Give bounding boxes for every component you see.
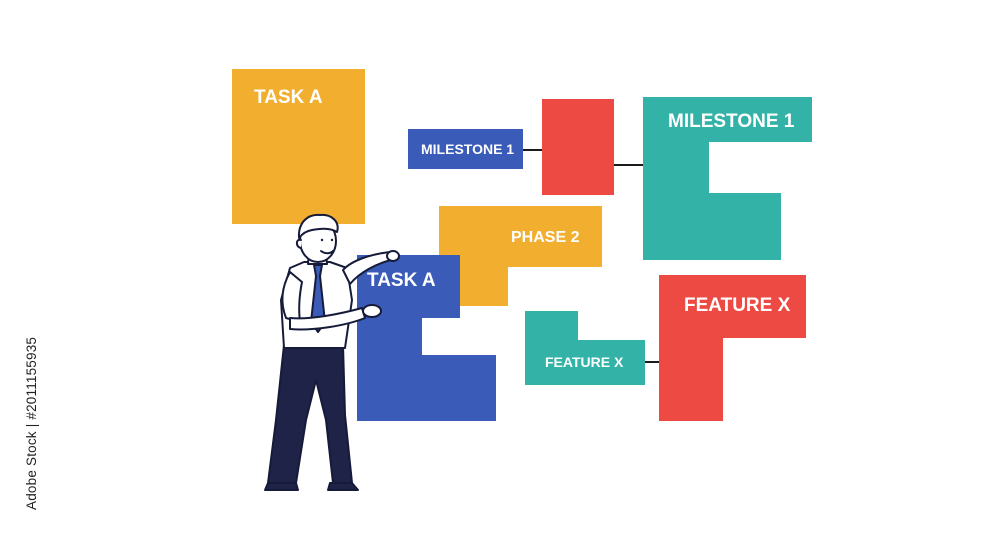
feature-large-block	[659, 275, 806, 421]
businessman-icon	[264, 213, 400, 491]
task-a-top-block	[232, 69, 365, 224]
milestone-large-label: MILESTONE 1	[668, 111, 795, 132]
feature-small-label: FEATURE X	[545, 354, 624, 370]
stock-credit: Adobe Stock | #2011155935	[24, 336, 39, 510]
red-square-block	[542, 99, 614, 195]
feature-large-label: FEATURE X	[684, 295, 791, 316]
task-a-held-block	[357, 255, 496, 421]
milestone-small-label: MILESTONE 1	[421, 141, 515, 157]
task-a-top-label: TASK A	[254, 87, 323, 108]
milestone-small-block	[408, 129, 523, 169]
feature-small-block	[525, 311, 645, 385]
milestone-large-block	[643, 97, 812, 260]
task-a-held-label: TASK A	[367, 270, 436, 291]
phase-2-block	[439, 206, 602, 306]
phase-2-label: PHASE 2	[511, 229, 580, 246]
